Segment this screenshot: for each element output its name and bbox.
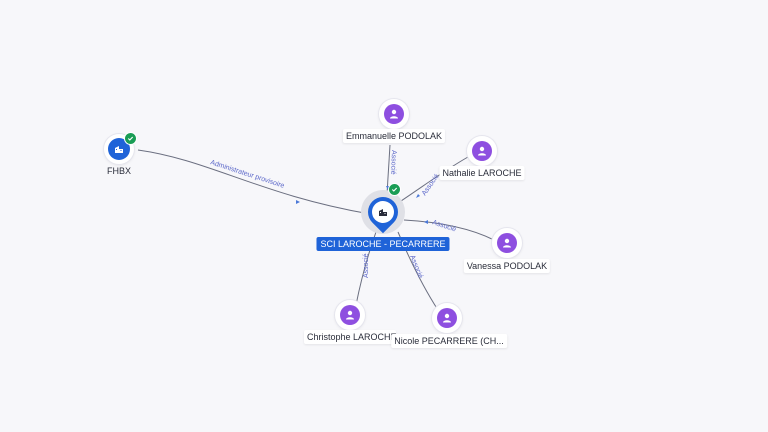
edge-fhbx: [137, 149, 371, 215]
edge-label-christophe: Associé: [363, 253, 370, 278]
node-fhbx[interactable]: [104, 132, 137, 164]
node-halo: [467, 136, 497, 166]
node-halo: [104, 134, 134, 164]
edge-label-nicole: Associé: [408, 254, 424, 279]
edge-nathalie: [397, 156, 469, 204]
node-nicole[interactable]: [432, 303, 462, 333]
node-halo: [379, 99, 409, 129]
edge-label-vanessa: Associé: [431, 219, 457, 233]
location-pin-icon: [361, 190, 405, 234]
edge-label-fhbx: Administrateur provisoire: [209, 159, 285, 190]
node-label-vanessa: Vanessa PODOLAK: [463, 259, 551, 273]
node-vanessa[interactable]: [492, 228, 522, 258]
person-icon: [384, 104, 404, 124]
node-label-nicole: Nicole PECARRERE (CH...: [391, 334, 507, 348]
node-emmanuelle[interactable]: [379, 99, 409, 129]
node-label-nathalie: Nathalie LAROCHE: [439, 166, 525, 180]
arrow-icon: [296, 200, 300, 204]
main-node-label: SCI LAROCHE - PECARRERE: [316, 237, 450, 251]
node-label-emmanuelle: Emmanuelle PODOLAK: [342, 129, 446, 143]
building-icon: [372, 201, 394, 223]
arrow-icon: [424, 220, 428, 224]
person-icon: [340, 305, 360, 325]
person-icon: [497, 233, 517, 253]
person-icon: [437, 308, 457, 328]
main-node-halo: [361, 190, 405, 234]
person-icon: [472, 141, 492, 161]
node-halo: [492, 228, 522, 258]
node-nathalie[interactable]: [467, 136, 497, 166]
node-label-fhbx: FHBX: [106, 166, 132, 176]
node-christophe[interactable]: [335, 300, 365, 330]
verified-check-icon: [124, 132, 137, 145]
building-icon: [108, 138, 130, 160]
edge-vanessa: [403, 219, 495, 241]
node-halo: [432, 303, 462, 333]
verified-check-icon: [388, 183, 401, 196]
edge-label-emmanuelle: Associé: [389, 150, 397, 175]
node-main-company[interactable]: [361, 183, 405, 234]
node-label-christophe: Christophe LAROCHE: [304, 330, 396, 344]
node-halo: [335, 300, 365, 330]
edge-emmanuelle: [386, 144, 391, 195]
arrow-icon: [416, 194, 420, 198]
